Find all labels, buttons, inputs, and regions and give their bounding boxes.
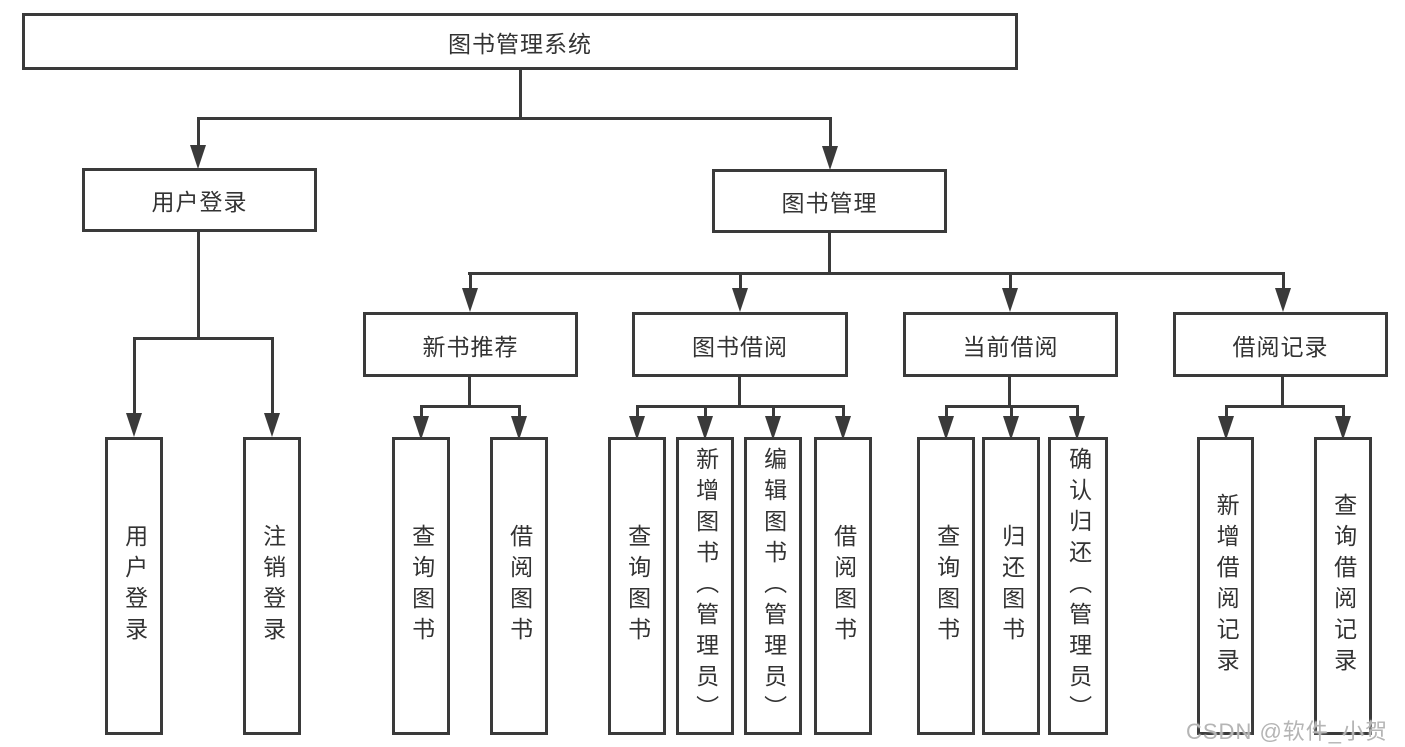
- leaf-add-borrow-record-label: 新增借阅记录: [1213, 493, 1240, 679]
- connector-line: [133, 337, 274, 340]
- arrow-down-icon: [1275, 272, 1291, 312]
- connector-line: [197, 232, 200, 337]
- leaf-query-books-recommend-label: 查询图书: [408, 524, 435, 648]
- node-book-management-label: 图书管理: [781, 190, 878, 216]
- node-book-borrow: 图书借阅: [632, 312, 848, 377]
- leaf-query-books-borrow: 查询图书: [608, 437, 666, 735]
- leaf-query-borrow-record: 查询借阅记录: [1314, 437, 1372, 735]
- arrow-down-icon: [765, 405, 781, 440]
- leaf-borrow-books-label: 借阅图书: [830, 524, 857, 648]
- arrow-down-icon: [1002, 272, 1018, 312]
- arrow-down-icon: [264, 337, 280, 437]
- leaf-borrow-books-recommend-label: 借阅图书: [506, 524, 533, 648]
- leaf-query-books-current: 查询图书: [917, 437, 975, 735]
- leaf-return-books: 归还图书: [982, 437, 1040, 735]
- arrow-down-icon: [835, 405, 851, 440]
- leaf-user-login-label: 用户登录: [121, 524, 148, 648]
- leaf-query-books-borrow-label: 查询图书: [624, 524, 651, 648]
- arrow-down-icon: [938, 405, 954, 440]
- connector-line: [1225, 405, 1345, 408]
- arrow-down-icon: [511, 405, 527, 440]
- leaf-return-books-label: 归还图书: [998, 524, 1025, 648]
- arrow-down-icon: [822, 117, 838, 170]
- leaf-confirm-return-admin-label: 确认归还（管理员）: [1065, 446, 1092, 726]
- connector-line: [636, 405, 844, 408]
- connector-line: [1008, 377, 1011, 405]
- node-user-login: 用户登录: [82, 168, 317, 232]
- node-current-borrow-label: 当前借阅: [962, 333, 1059, 360]
- connector-line: [197, 117, 831, 120]
- leaf-query-books-recommend: 查询图书: [392, 437, 450, 735]
- node-root: 图书管理系统: [22, 13, 1018, 70]
- arrow-down-icon: [1335, 405, 1351, 440]
- arrow-down-icon: [413, 405, 429, 440]
- arrow-down-icon: [1218, 405, 1234, 440]
- leaf-logout: 注销登录: [243, 437, 301, 735]
- leaf-add-books-admin-label: 新增图书（管理员）: [692, 446, 719, 726]
- connector-line: [828, 233, 831, 272]
- connector-line: [1281, 377, 1284, 405]
- connector-line: [738, 377, 741, 405]
- leaf-edit-books-admin-label: 编辑图书（管理员）: [760, 446, 787, 726]
- connector-line: [468, 272, 1284, 275]
- csdn-watermark: CSDN @软件_小贺同学: [1186, 719, 1389, 744]
- node-new-book-recommend: 新书推荐: [363, 312, 578, 377]
- arrow-down-icon: [1069, 405, 1085, 440]
- leaf-query-borrow-record-label: 查询借阅记录: [1330, 493, 1357, 679]
- node-borrow-records: 借阅记录: [1173, 312, 1388, 377]
- leaf-logout-label: 注销登录: [259, 524, 286, 648]
- node-book-management: 图书管理: [712, 169, 947, 233]
- arrow-down-icon: [462, 272, 478, 312]
- arrow-down-icon: [190, 117, 206, 169]
- node-borrow-records-label: 借阅记录: [1232, 333, 1329, 360]
- leaf-edit-books-admin: 编辑图书（管理员）: [744, 437, 802, 735]
- leaf-add-borrow-record: 新增借阅记录: [1197, 437, 1254, 735]
- connector-line: [519, 69, 522, 117]
- node-book-borrow-label: 图书借阅: [692, 333, 788, 360]
- node-new-book-recommend-label: 新书推荐: [422, 333, 519, 360]
- arrow-down-icon: [126, 337, 142, 437]
- leaf-borrow-books-recommend: 借阅图书: [490, 437, 548, 735]
- leaf-user-login: 用户登录: [105, 437, 163, 735]
- node-current-borrow: 当前借阅: [903, 312, 1118, 377]
- node-user-login-label: 用户登录: [151, 189, 248, 215]
- leaf-confirm-return-admin: 确认归还（管理员）: [1048, 437, 1108, 735]
- arrow-down-icon: [697, 405, 713, 440]
- arrow-down-icon: [629, 405, 645, 440]
- arrow-down-icon: [1003, 405, 1019, 440]
- connector-line: [468, 377, 471, 405]
- arrow-down-icon: [732, 272, 748, 312]
- leaf-borrow-books: 借阅图书: [814, 437, 872, 735]
- leaf-add-books-admin: 新增图书（管理员）: [676, 437, 734, 735]
- connector-line: [420, 405, 520, 408]
- node-root-label: 图书管理系统: [448, 30, 592, 57]
- leaf-query-books-current-label: 查询图书: [933, 524, 960, 648]
